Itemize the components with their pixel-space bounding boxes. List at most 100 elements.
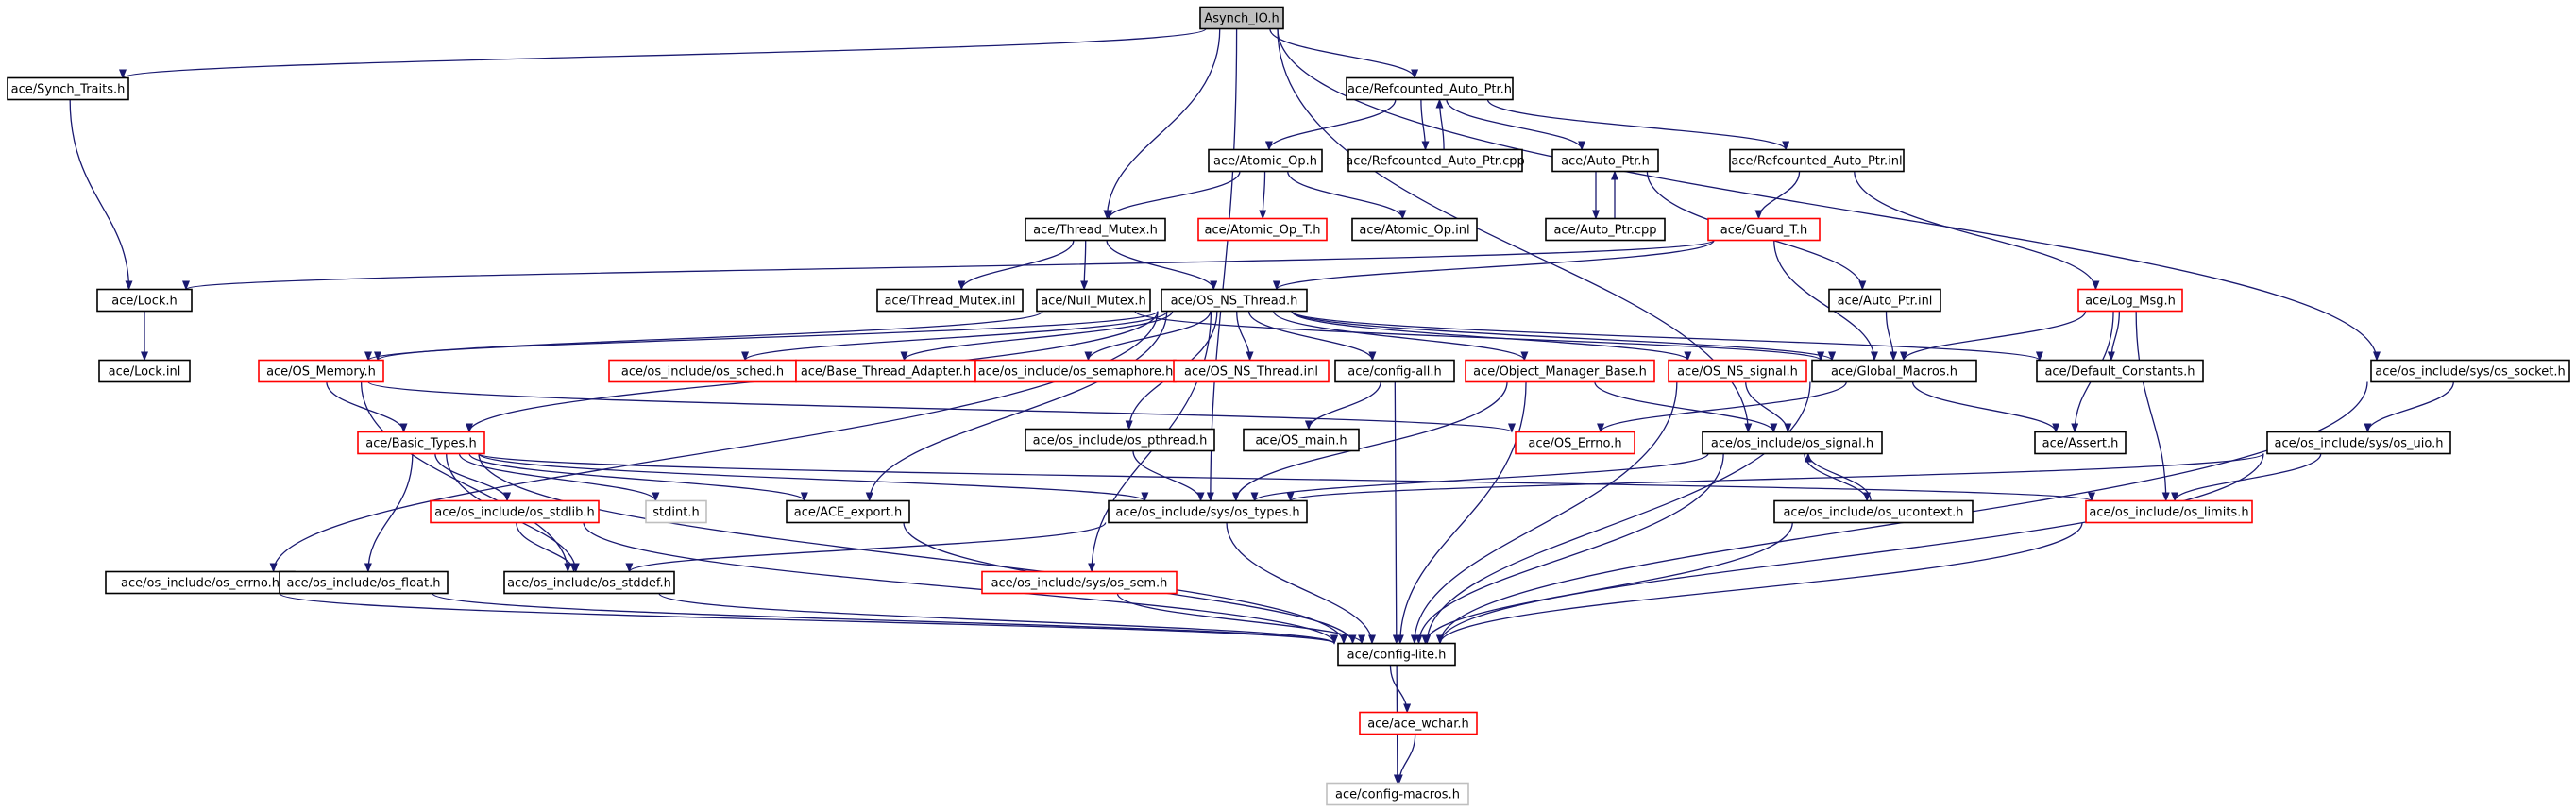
node-box[interactable] bbox=[2266, 431, 2451, 455]
node-box[interactable] bbox=[1199, 6, 1284, 30]
node-box[interactable] bbox=[1334, 359, 1455, 383]
node-synch-traits[interactable]: ace/Synch_Traits.h bbox=[7, 76, 129, 101]
node-box[interactable] bbox=[1545, 217, 1666, 242]
node-box[interactable] bbox=[645, 499, 707, 524]
node-thread-mutex-h[interactable]: ace/Thread_Mutex.h bbox=[1025, 217, 1166, 242]
edge-refcounted_auto_ptr_h-to-refcounted_auto_ptr_inl bbox=[1486, 99, 1790, 151]
node-box[interactable] bbox=[7, 76, 129, 101]
node-box[interactable] bbox=[1036, 288, 1151, 313]
node-box[interactable] bbox=[786, 499, 910, 524]
node-auto-ptr-h[interactable]: ace/Auto_Ptr.h bbox=[1551, 148, 1659, 173]
node-box[interactable] bbox=[1465, 359, 1655, 383]
node-box[interactable] bbox=[1707, 217, 1821, 242]
node-box[interactable] bbox=[1811, 359, 1977, 383]
node-object-manager-base-h[interactable]: ace/Object_Manager_Base.h bbox=[1465, 359, 1655, 383]
node-os-signal-h[interactable]: ace/os_include/os_signal.h bbox=[1702, 431, 1883, 455]
node-ace-wchar-h[interactable]: ace/ace_wchar.h bbox=[1359, 711, 1478, 735]
node-os-uio-h[interactable]: ace/os_include/sys/os_uio.h bbox=[2266, 431, 2451, 455]
node-refcounted-auto-ptr-cpp[interactable]: ace/Refcounted_Auto_Ptr.cpp bbox=[1346, 148, 1525, 173]
node-box[interactable] bbox=[1173, 359, 1330, 383]
node-os-ns-thread-h[interactable]: ace/OS_NS_Thread.h bbox=[1161, 288, 1308, 313]
node-thread-mutex-inl[interactable]: ace/Thread_Mutex.inl bbox=[876, 288, 1024, 313]
node-config-macros-h[interactable]: ace/config-macros.h bbox=[1326, 782, 1469, 806]
node-box[interactable] bbox=[1729, 148, 1905, 173]
node-atomic-op-h[interactable]: ace/Atomic_Op.h bbox=[1208, 148, 1323, 173]
node-os-stddef-h[interactable]: ace/os_include/os_stddef.h bbox=[503, 570, 675, 595]
node-os-memory-h[interactable]: ace/OS_Memory.h bbox=[258, 359, 384, 383]
node-config-all-h[interactable]: ace/config-all.h bbox=[1334, 359, 1455, 383]
node-os-stdlib-h[interactable]: ace/os_include/os_stdlib.h bbox=[430, 499, 600, 524]
node-asynch-io[interactable]: Asynch_IO.h bbox=[1199, 6, 1284, 30]
node-os-float-h[interactable]: ace/os_include/os_float.h bbox=[279, 570, 449, 595]
node-box[interactable] bbox=[1025, 217, 1166, 242]
node-box[interactable] bbox=[1515, 431, 1635, 455]
node-os-pthread-h[interactable]: ace/os_include/os_pthread.h bbox=[1025, 428, 1215, 452]
node-base-thread-adapter-h[interactable]: ace/Base_Thread_Adapter.h bbox=[795, 359, 976, 383]
node-lock-inl[interactable]: ace/Lock.inl bbox=[98, 359, 191, 383]
node-box[interactable] bbox=[2077, 288, 2183, 313]
node-config-lite-h[interactable]: ace/config-lite.h bbox=[1337, 642, 1456, 667]
node-os-main-h[interactable]: ace/OS_main.h bbox=[1243, 428, 1360, 452]
node-box[interactable] bbox=[1828, 288, 1941, 313]
node-os-semaphore-h[interactable]: ace/os_include/os_semaphore.h bbox=[974, 359, 1177, 383]
node-os-sem-h[interactable]: ace/os_include/sys/os_sem.h bbox=[981, 570, 1178, 595]
node-box[interactable] bbox=[279, 570, 449, 595]
node-default-constants-h[interactable]: ace/Default_Constants.h bbox=[2036, 359, 2204, 383]
node-box[interactable] bbox=[2085, 499, 2253, 524]
node-box[interactable] bbox=[96, 288, 193, 313]
node-box[interactable] bbox=[1208, 148, 1323, 173]
node-os-ucontext-h[interactable]: ace/os_include/os_ucontext.h bbox=[1773, 499, 1974, 524]
node-atomic-op-inl[interactable]: ace/Atomic_Op.inl bbox=[1351, 217, 1478, 242]
node-ace-export-h[interactable]: ace/ACE_export.h bbox=[786, 499, 910, 524]
node-os-errno-ace-h[interactable]: ace/OS_Errno.h bbox=[1515, 431, 1635, 455]
node-null-mutex-h[interactable]: ace/Null_Mutex.h bbox=[1036, 288, 1151, 313]
node-refcounted-auto-ptr-h[interactable]: ace/Refcounted_Auto_Ptr.h bbox=[1346, 76, 1514, 101]
node-box[interactable] bbox=[1108, 499, 1308, 524]
node-box[interactable] bbox=[1668, 359, 1807, 383]
node-global-macros-h[interactable]: ace/Global_Macros.h bbox=[1811, 359, 1977, 383]
node-os-include-errno-h[interactable]: ace/os_include/os_errno.h bbox=[105, 570, 296, 595]
node-box[interactable] bbox=[1702, 431, 1883, 455]
node-auto-ptr-inl[interactable]: ace/Auto_Ptr.inl bbox=[1828, 288, 1941, 313]
node-refcounted-auto-ptr-inl[interactable]: ace/Refcounted_Auto_Ptr.inl bbox=[1729, 148, 1905, 173]
node-os-ns-thread-inl[interactable]: ace/OS_NS_Thread.inl bbox=[1173, 359, 1330, 383]
node-guard-t-h[interactable]: ace/Guard_T.h bbox=[1707, 217, 1821, 242]
node-box[interactable] bbox=[981, 570, 1178, 595]
edge-asynch_io-to-thread_mutex_h bbox=[1103, 28, 1221, 220]
node-stdint-h[interactable]: stdint.h bbox=[645, 499, 707, 524]
node-box[interactable] bbox=[2034, 431, 2127, 455]
node-basic-types-h[interactable]: ace/Basic_Types.h bbox=[357, 431, 485, 455]
node-os-limits-h[interactable]: ace/os_include/os_limits.h bbox=[2085, 499, 2253, 524]
node-box[interactable] bbox=[503, 570, 675, 595]
node-box[interactable] bbox=[2036, 359, 2204, 383]
node-os-sched-h[interactable]: ace/os_include/os_sched.h bbox=[608, 359, 797, 383]
node-os-socket-h[interactable]: ace/os_include/sys/os_socket.h bbox=[2370, 359, 2570, 383]
node-box[interactable] bbox=[1551, 148, 1659, 173]
node-box[interactable] bbox=[1359, 711, 1478, 735]
node-os-ns-signal-h[interactable]: ace/OS_NS_signal.h bbox=[1668, 359, 1807, 383]
node-box[interactable] bbox=[1326, 782, 1469, 806]
node-box[interactable] bbox=[1243, 428, 1360, 452]
node-atomic-op-t-h[interactable]: ace/Atomic_Op_T.h bbox=[1197, 217, 1328, 242]
edge-os_ns_thread_h-to-base_thread_adapter_h bbox=[900, 311, 1174, 362]
node-box[interactable] bbox=[98, 359, 191, 383]
node-os-types-h[interactable]: ace/os_include/sys/os_types.h bbox=[1108, 499, 1308, 524]
node-auto-ptr-cpp[interactable]: ace/Auto_Ptr.cpp bbox=[1545, 217, 1666, 242]
edge-thread_mutex_h-to-thread_mutex_inl bbox=[958, 240, 1075, 291]
node-box[interactable] bbox=[876, 288, 1024, 313]
node-box[interactable] bbox=[1347, 148, 1523, 173]
node-box[interactable] bbox=[258, 359, 384, 383]
node-box[interactable] bbox=[1161, 288, 1308, 313]
node-box[interactable] bbox=[357, 431, 485, 455]
node-box[interactable] bbox=[1351, 217, 1478, 242]
node-box[interactable] bbox=[1337, 642, 1456, 667]
node-log-msg-h[interactable]: ace/Log_Msg.h bbox=[2077, 288, 2183, 313]
node-box[interactable] bbox=[1346, 76, 1514, 101]
node-box[interactable] bbox=[1025, 428, 1215, 452]
node-assert-h[interactable]: ace/Assert.h bbox=[2034, 431, 2127, 455]
node-lock-h[interactable]: ace/Lock.h bbox=[96, 288, 193, 313]
node-box[interactable] bbox=[1773, 499, 1974, 524]
node-box[interactable] bbox=[2370, 359, 2570, 383]
node-box[interactable] bbox=[1197, 217, 1328, 242]
node-box[interactable] bbox=[430, 499, 600, 524]
